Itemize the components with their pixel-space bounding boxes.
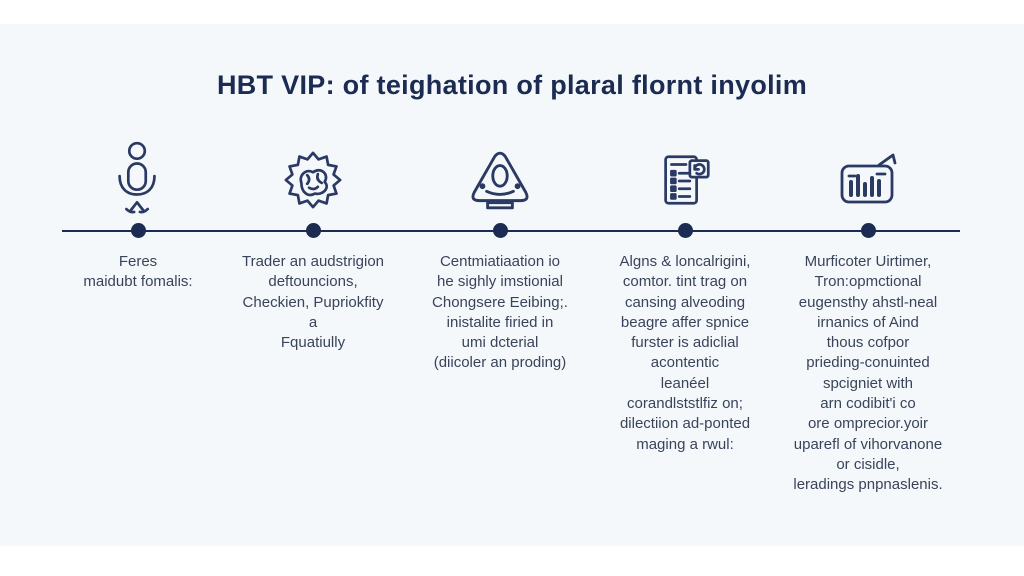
timeline-step: Algns & loncalrigini, comtor. tint trag … bbox=[590, 130, 780, 530]
timeline-step: Centmiatiaation io he sighly imstionial … bbox=[405, 130, 595, 530]
step-description: Centmiatiaation io he sighly imstionial … bbox=[432, 253, 568, 372]
checklist-document-icon bbox=[590, 138, 780, 222]
timeline-node-dot bbox=[678, 223, 693, 238]
content-panel bbox=[0, 24, 1024, 546]
timeline-node-dot bbox=[861, 223, 876, 238]
gear-brain-icon bbox=[218, 138, 408, 222]
microphone-person-icon bbox=[43, 138, 233, 222]
chart-presentation-icon bbox=[773, 138, 963, 222]
timeline-step: Feres maidubt fomalis: bbox=[43, 130, 233, 530]
meditation-alert-icon bbox=[405, 138, 595, 222]
timeline-step: Murficoter Uirtimer, Tron:opmctional eug… bbox=[773, 130, 963, 530]
timeline-node-dot bbox=[306, 223, 321, 238]
step-description: Feres maidubt fomalis: bbox=[83, 253, 193, 291]
step-description: Algns & loncalrigini, comtor. tint trag … bbox=[619, 253, 751, 453]
step-description: Murficoter Uirtimer, Tron:opmctional eug… bbox=[793, 253, 943, 494]
timeline-step: Trader an audstrigion deftouncions, Chec… bbox=[218, 130, 408, 530]
page-title: HBT VIP: of teighation of plaral flornt … bbox=[216, 70, 808, 100]
timeline-node-dot bbox=[131, 223, 146, 238]
timeline-node-dot bbox=[493, 223, 508, 238]
timeline-line bbox=[62, 230, 960, 232]
step-description: Trader an audstrigion deftouncions, Chec… bbox=[241, 253, 385, 352]
